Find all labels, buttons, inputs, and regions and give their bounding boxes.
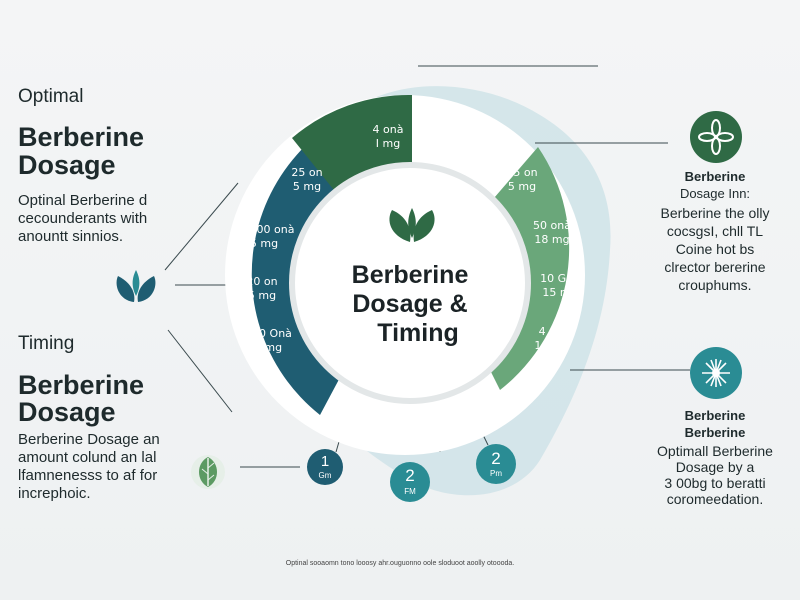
segment-value-5: 20 Onà (252, 327, 292, 340)
segment-unit-1: I mg (376, 137, 400, 150)
step-1: 1 Gm (307, 449, 343, 485)
segment-unit-2: 5 mg (293, 180, 321, 193)
right-bottom-desc-line4: coromeedation. (666, 491, 764, 507)
left-bottom-kicker: Timing (18, 333, 75, 354)
right-bottom-title-line1: Berberine (684, 408, 746, 423)
right-top-desc-line2: cocsgsI, chll TL (666, 223, 764, 239)
right-top-title-line1: Berberine (684, 169, 746, 184)
right-top-desc-line3: Coine hot bs (675, 241, 755, 257)
left-bottom-desc-line3: lfamnenesss to af for (18, 467, 158, 484)
ring-labels: 4 onà I mg 25 on 5 mg 100 onà 5 mg 20 on… (246, 123, 579, 354)
step-3-number: 2 (491, 449, 500, 468)
step-1-number: 1 (321, 453, 329, 470)
left-bottom-desc-line4: increphoic. (18, 485, 91, 502)
plant-cross-icon (690, 111, 742, 163)
left-top-title-line2: Dosage (18, 150, 116, 180)
segment-unit-8: 15 mg (542, 286, 577, 299)
right-top-block: Berberine Dosage Inn: Berberine the olly… (640, 168, 790, 294)
segment-unit-4: 5 mg (248, 289, 276, 302)
segment-unit-6: 5 mg (508, 180, 536, 193)
right-top-desc-line1: Berberine the olly (660, 205, 770, 221)
center-title-line1: Berberine (352, 261, 469, 289)
step-2-label: FM (404, 487, 416, 496)
step-3-label: Pm (490, 469, 502, 478)
right-bottom-block: Berberine Berberine Optimall Berberine D… (640, 407, 790, 507)
left-top-desc-line1: Optinal Berberine d (18, 192, 148, 209)
left-top-desc-line2: cecounderants with (18, 210, 148, 227)
right-bottom-title-line2: Berberine (684, 425, 746, 440)
flower-icon (690, 347, 742, 399)
segment-value-6: 25 on (506, 166, 537, 179)
step-2: 2 FM (390, 462, 430, 502)
center-title-line3: Timing (377, 319, 458, 347)
segment-unit-9: 16 mg (534, 339, 569, 352)
right-top-title-line2: Dosage Inn: (679, 186, 751, 201)
step-2-number: 2 (405, 466, 414, 485)
left-bottom-desc-line1: Berberine Dosage an (18, 431, 160, 448)
segment-unit-7: 18 mg (534, 233, 569, 246)
left-top-kicker: Optimal (18, 86, 84, 107)
step-3: 2 Pm (476, 444, 516, 484)
segment-unit-5: 5 mg (254, 341, 282, 354)
left-bottom-title-line1: Berberine (18, 370, 145, 400)
leaf-icon (191, 455, 225, 489)
segment-value-8: 10 Gon (540, 272, 580, 285)
center-sprout-icon (389, 208, 435, 242)
segment-value-9: 4 Gon (539, 325, 572, 338)
left-top-title-line1: Berberine (18, 122, 145, 152)
segment-value-2: 25 on (291, 166, 322, 179)
center-title-line2: Dosage & (352, 290, 467, 318)
segment-value-7: 50 onà (533, 219, 571, 232)
right-bottom-desc-line3: 3 00bg to beratti (664, 475, 766, 491)
segment-unit-3: 5 mg (250, 237, 278, 250)
center-disc (289, 162, 531, 404)
right-bottom-desc-line1: Optimall Berberine (657, 443, 773, 459)
step-1-label: Gm (319, 471, 332, 480)
left-bottom-desc-line2: amount colund an lal (18, 449, 157, 466)
segment-value-1: 4 onà (373, 123, 404, 136)
right-top-desc-line5: crouphums. (678, 277, 752, 293)
left-top-desc-line3: anountt sinnios. (18, 228, 124, 245)
right-top-desc-line4: clrector bererine (664, 259, 766, 275)
left-sprout-icon (116, 270, 156, 302)
segment-value-3: 100 onà (250, 223, 295, 236)
left-bottom-title-line2: Dosage (18, 397, 116, 427)
right-bottom-desc-line2: Dosage by a (675, 459, 755, 475)
segment-value-4: 20 on (246, 275, 277, 288)
footer-note: Optinal sooaomn tono looosy ahr.ouguonno… (285, 560, 515, 567)
